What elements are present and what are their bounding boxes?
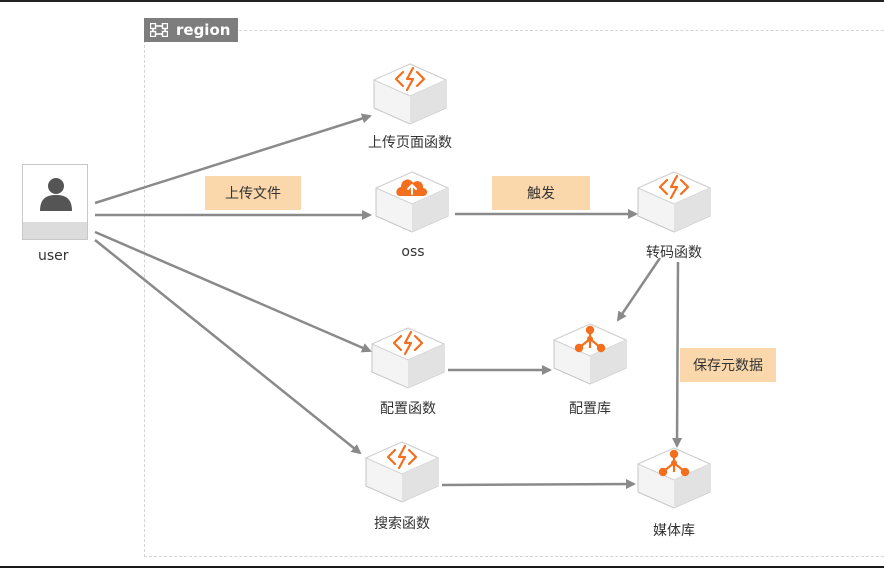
oss-node [374,171,450,233]
region-boundary [144,30,884,557]
region-label: region [176,21,231,39]
oss-label: oss [401,244,425,260]
user-box-footer [23,222,87,239]
arrow-transcode-function-to-media-db [672,261,683,448]
user-icon [40,178,72,211]
config-db-label: 配置库 [569,401,611,417]
edge-label-upload-file: 上传文件 [205,176,301,210]
function-icon [386,444,418,470]
region-icon [150,23,168,37]
search-function-node [364,441,440,503]
transcode-function-label: 转码函数 [646,245,702,261]
function-icon [392,330,424,356]
arrow-user-to-search-function [94,239,362,455]
function-icon [658,174,690,200]
transcode-function-node [636,171,712,233]
arrow-user-to-config-function [94,230,372,353]
region-tag: region [144,18,238,42]
user-actor [22,164,88,240]
config-db-node [552,323,628,385]
config-function-node [370,327,446,389]
config-function-label: 配置函数 [380,401,436,417]
arrow-search-function-to-media-db [441,479,636,490]
database-icon [658,449,690,477]
top-rule [0,0,884,2]
edge-label-trigger: 触发 [492,176,590,210]
user-label: user [38,248,69,264]
upload-page-function-label: 上传页面函数 [368,135,452,151]
database-icon [574,325,606,353]
arrow-user-to-upload-page-function [94,113,372,205]
media-db-label: 媒体库 [653,523,695,539]
bottom-rule [0,566,884,568]
edge-label-save-metadata: 保存元数据 [680,348,776,382]
search-function-label: 搜索函数 [374,516,430,532]
function-icon [394,66,426,92]
media-db-node [636,447,712,509]
upload-page-function-node [372,63,448,125]
cloud-upload-icon [396,179,428,196]
arrow-transcode-function-to-config-db [616,257,662,322]
